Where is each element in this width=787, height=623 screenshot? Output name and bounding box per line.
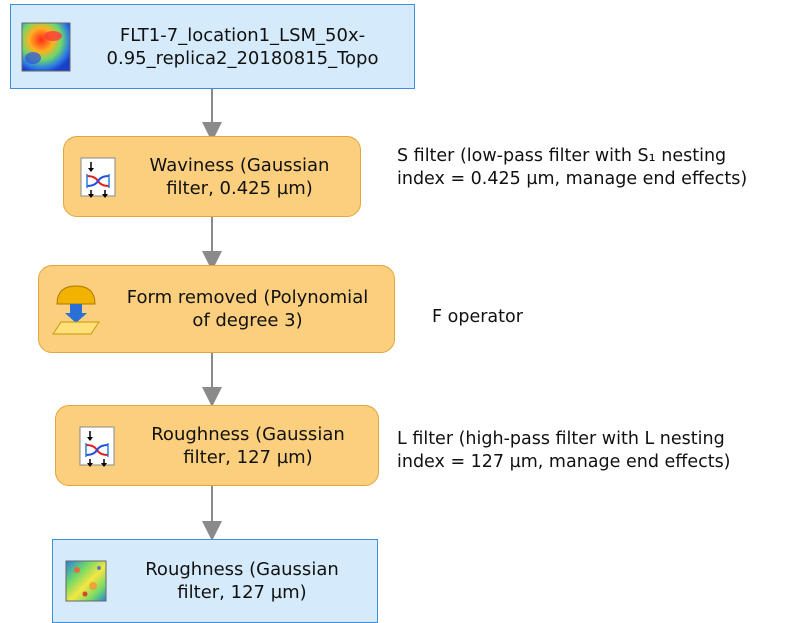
gaussian-filter-icon [76,423,118,469]
roughness-result-node[interactable]: Roughness (Gaussian filter, 127 µm) [52,539,378,623]
gaussian-filter-icon [77,154,119,200]
f-operator-note-text: F operator [432,307,523,327]
l-filter-note-line2: index = 127 µm, manage end effects) [397,452,731,472]
roughness-result-label: Roughness (Gaussian filter, 127 µm) [145,559,339,603]
source-node-label: FLT1-7_location1_LSM_50x-0.95_replica2_2… [106,24,379,69]
l-filter-note: L filter (high-pass filter with L nestin… [397,428,731,474]
f-operator-note: F operator [432,306,523,329]
roughness-filter-node[interactable]: Roughness (Gaussian filter, 127 µm) [55,405,379,486]
roughness-filter-label: Roughness (Gaussian filter, 127 µm) [151,423,345,468]
waviness-filter-node[interactable]: Waviness (Gaussian filter, 0.425 µm) [63,136,361,217]
roughness-thumbnail-icon [65,560,107,602]
l-filter-note-line1: L filter (high-pass filter with L nestin… [397,429,725,449]
form-removal-icon [51,282,101,336]
heatmap-thumbnail-icon [21,22,71,72]
source-node[interactable]: FLT1-7_location1_LSM_50x-0.95_replica2_2… [10,4,415,89]
s-filter-note: S filter (low-pass filter with S₁ nestin… [397,145,747,191]
form-removal-node[interactable]: Form removed (Polynomial of degree 3) [38,265,395,353]
form-removal-label: Form removed (Polynomial of degree 3) [126,287,369,331]
waviness-filter-label: Waviness (Gaussian filter, 0.425 µm) [149,154,330,199]
s-filter-note-line1: S filter (low-pass filter with S₁ nestin… [397,146,727,166]
s-filter-note-line2: index = 0.425 µm, manage end effects) [397,169,748,189]
